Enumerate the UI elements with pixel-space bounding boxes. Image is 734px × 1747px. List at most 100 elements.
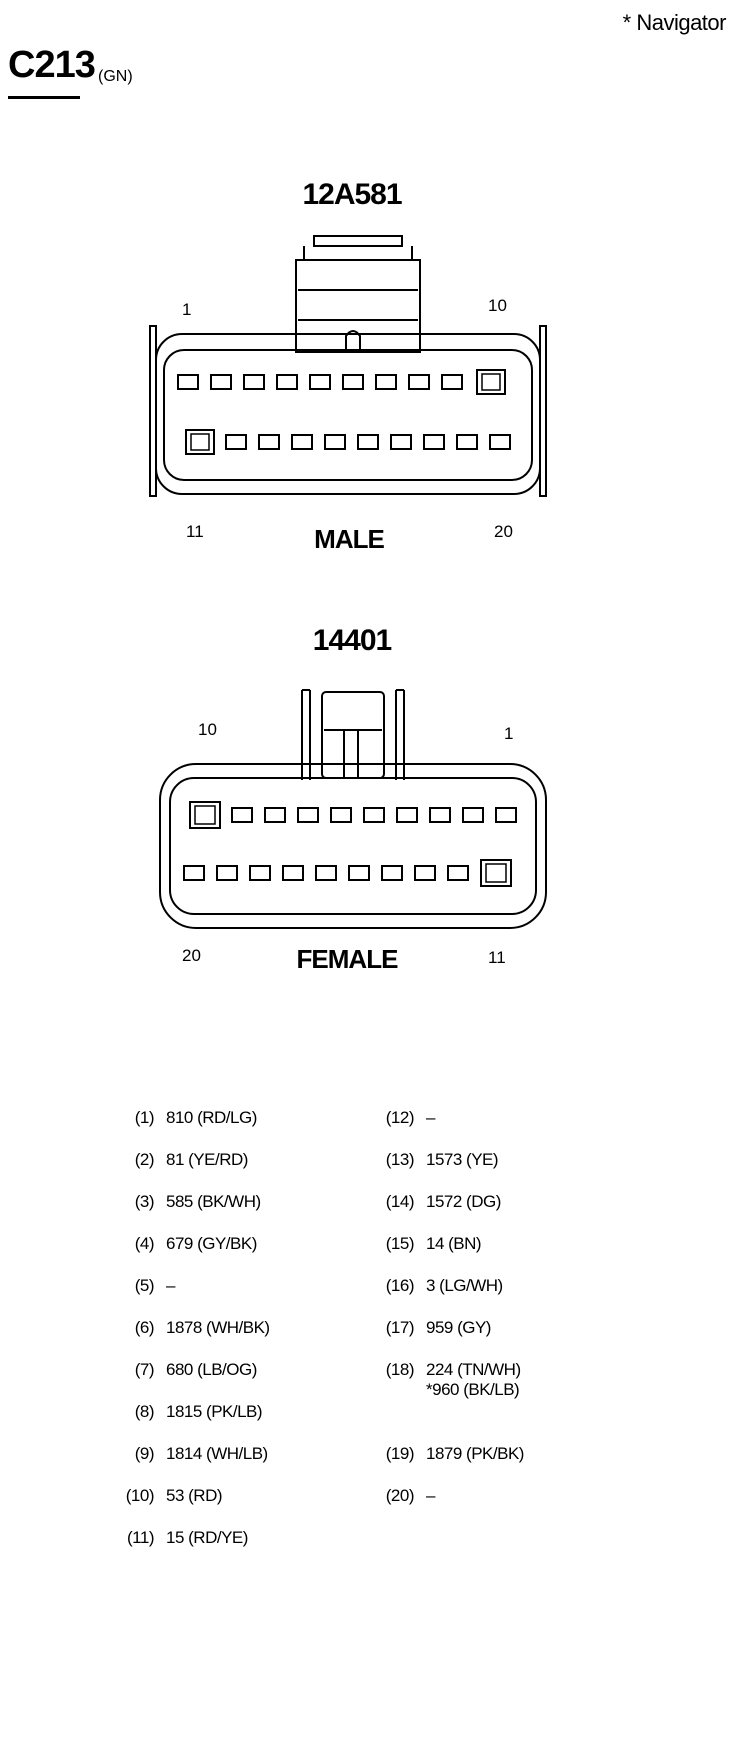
female-housing [159, 763, 547, 929]
pin-row: (6)1878 (WH/BK) [108, 1318, 270, 1338]
male-cavity-keyed [476, 369, 506, 395]
female-pin-1-label: 1 [504, 724, 514, 743]
male-cavity [375, 374, 397, 390]
pin-circuit-alternate: *960 (BK/LB) [426, 1380, 520, 1399]
pin-circuit: 15 (RD/YE) [166, 1528, 248, 1547]
pin-row: (12)– [368, 1108, 436, 1128]
pin-row: (4) 679 (GY/BK) [108, 1234, 258, 1254]
pin-circuit: – [426, 1486, 435, 1505]
male-cavity [324, 434, 346, 450]
pin-row: (16)3 (LG/WH) [368, 1276, 503, 1296]
female-cavity [282, 865, 304, 881]
female-part-number: 14401 [312, 624, 392, 657]
pin-circuit: 53 (RD) [166, 1486, 223, 1505]
male-cavity [390, 434, 412, 450]
female-cavity [297, 807, 319, 823]
female-cavity [414, 865, 436, 881]
male-connector-diagram [149, 235, 547, 497]
pin-number: (16) [385, 1276, 415, 1295]
female-cavity [330, 807, 352, 823]
pin-row: (2) 81 (YE/RD) [108, 1150, 249, 1170]
pin-row: (15) 14 (BN) [368, 1234, 482, 1254]
male-cavity [309, 374, 331, 390]
pin-number: (11) [127, 1528, 154, 1547]
pin-number: (20) [385, 1486, 415, 1505]
pin-circuit: 959 (GY) [426, 1318, 491, 1337]
male-cavity [258, 434, 280, 450]
pin-number: (15) [385, 1234, 415, 1253]
male-cavity [357, 434, 379, 450]
male-top-row [177, 369, 506, 395]
pin-row: (3) 585 (BK/WH) [108, 1192, 261, 1212]
pin-row: (5)– [108, 1276, 176, 1296]
pin-number: (9) [134, 1444, 155, 1463]
female-latch-left-post [301, 690, 311, 780]
female-cavity [348, 865, 370, 881]
pin-number: (4) [134, 1234, 155, 1253]
pin-circuit: 81 (YE/RD) [166, 1150, 248, 1169]
female-cavity [396, 807, 418, 823]
male-housing-inner [163, 349, 533, 481]
male-bottom-row [185, 429, 511, 455]
female-cavity-keyed [189, 801, 221, 829]
pin-number: (5) [134, 1276, 155, 1295]
pin-number: (13) [385, 1150, 415, 1169]
female-pin-20-label: 20 [182, 946, 201, 965]
navigator-footnote: * Navigator [622, 10, 727, 35]
pin-row: (10)53 (RD) [108, 1486, 223, 1506]
female-connector-diagram [159, 689, 547, 929]
pin-number: (2) [134, 1150, 155, 1169]
male-key-notch [345, 330, 361, 352]
male-cavity [408, 374, 430, 390]
pin-circuit: 585 (BK/WH) [166, 1192, 261, 1211]
pin-circuit: – [426, 1108, 435, 1127]
female-latch-right-post [395, 690, 405, 780]
pin-row: (19) 1879 (PK/BK) [368, 1444, 525, 1464]
pin-circuit: – [166, 1276, 175, 1295]
pin-row: (14)1572 (DG) [368, 1192, 502, 1212]
pin-number: (17) [385, 1318, 415, 1337]
pin-row: (13) 1573 (YE) [368, 1150, 499, 1170]
female-housing-inner [169, 777, 537, 915]
pin-circuit: 1815 (PK/LB) [166, 1402, 263, 1421]
female-cavity [447, 865, 469, 881]
male-housing [155, 333, 541, 495]
pin-row: (9)1814 (WH/LB) [108, 1444, 268, 1464]
female-cavity [231, 807, 253, 823]
female-latch-body [321, 691, 385, 779]
pin-row: (7)680 (LB/OG) [108, 1360, 258, 1380]
pin-number: (7) [134, 1360, 155, 1379]
pin-number: (3) [134, 1192, 155, 1211]
pin-row: (11) 15 (RD/YE) [108, 1528, 248, 1548]
pin-circuit: 1572 (DG) [426, 1192, 501, 1211]
male-part-number: 12A581 [302, 178, 402, 211]
male-cavity [441, 374, 463, 390]
pin-number: (19) [385, 1444, 415, 1463]
female-bottom-row [183, 859, 512, 887]
female-cavity [315, 865, 337, 881]
male-cavity [243, 374, 265, 390]
pin-row: (8)1815 (PK/LB) [108, 1402, 263, 1422]
female-cavity [495, 807, 517, 823]
female-cavity [363, 807, 385, 823]
connector-id: C213 [8, 44, 96, 86]
pin-circuit: 679 (GY/BK) [166, 1234, 257, 1253]
pin-number: (12) [385, 1108, 415, 1127]
connector-color-code: (GN) [98, 68, 133, 85]
male-cavity [291, 434, 313, 450]
female-cavity [183, 865, 205, 881]
female-pin-11-label: 11 [488, 948, 506, 967]
male-cavity [342, 374, 364, 390]
pin-circuit: 1573 (YE) [426, 1150, 499, 1169]
pin-circuit: 14 (BN) [426, 1234, 482, 1253]
female-pin-10-label: 10 [198, 720, 217, 739]
female-label: FEMALE [296, 944, 399, 974]
pin-number: (6) [134, 1318, 155, 1337]
pin-row: (20)– [368, 1486, 436, 1506]
male-cavity [225, 434, 247, 450]
pin-row: (17) 959 (GY) [368, 1318, 492, 1338]
male-pin-10-label: 10 [488, 296, 507, 315]
pin-row: (18)224 (TN/WH)*960 (BK/LB) [368, 1360, 521, 1400]
pin-circuit: 1879 (PK/BK) [426, 1444, 524, 1463]
female-top-row [189, 801, 517, 829]
